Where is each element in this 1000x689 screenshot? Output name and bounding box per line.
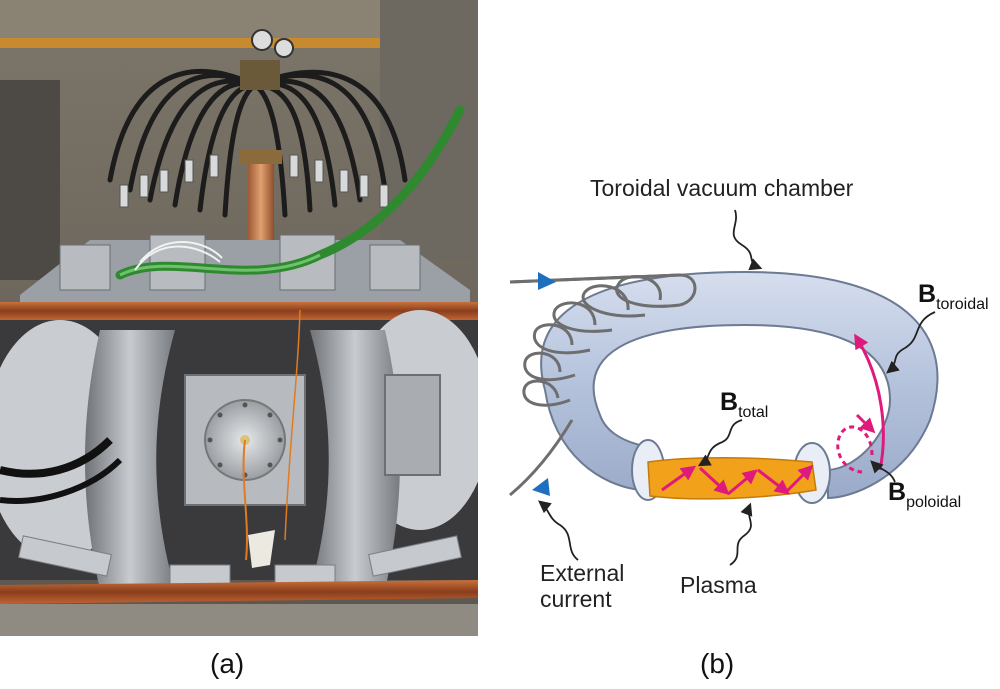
b-toroidal-label: Btoroidal xyxy=(918,280,989,313)
current-leader xyxy=(538,500,579,561)
b-total-symbol: B xyxy=(720,388,739,416)
poloidal-leader xyxy=(870,460,896,483)
b-total-subscript: total xyxy=(738,404,769,421)
plasma-column xyxy=(647,457,817,500)
poloidal-field-arrow xyxy=(836,425,874,474)
b-total-label: Btotal xyxy=(720,388,768,421)
b-poloidal-symbol: B xyxy=(888,478,907,506)
external-current-coil xyxy=(509,273,697,497)
b-poloidal-label: Bpoloidal xyxy=(888,478,961,511)
current-arrow-bottom xyxy=(532,478,550,496)
b-toroidal-subscript: toroidal xyxy=(936,296,989,313)
current-arrow-top xyxy=(538,272,556,290)
total-field-arrows xyxy=(661,464,814,496)
chamber-label: Toroidal vacuum chamber xyxy=(590,175,854,201)
chamber-leader xyxy=(732,209,763,271)
plasma-label: Plasma xyxy=(680,572,757,598)
plasma-leader xyxy=(729,502,753,566)
toroidal-field-arrow xyxy=(854,333,885,471)
tokamak-diagram xyxy=(509,209,939,566)
tokamak-photo xyxy=(0,0,478,636)
b-toroidal-symbol: B xyxy=(918,280,937,308)
total-leader xyxy=(697,419,743,467)
external-current-line1: External xyxy=(540,560,625,586)
toroidal-leader xyxy=(886,311,936,374)
external-current-line2: current xyxy=(540,586,612,613)
toroidal-chamber xyxy=(540,270,939,500)
caption-a: (a) xyxy=(210,648,245,679)
external-current-label: External current xyxy=(540,560,624,613)
b-poloidal-subscript: poloidal xyxy=(906,494,962,511)
caption-b: (b) xyxy=(700,648,735,679)
